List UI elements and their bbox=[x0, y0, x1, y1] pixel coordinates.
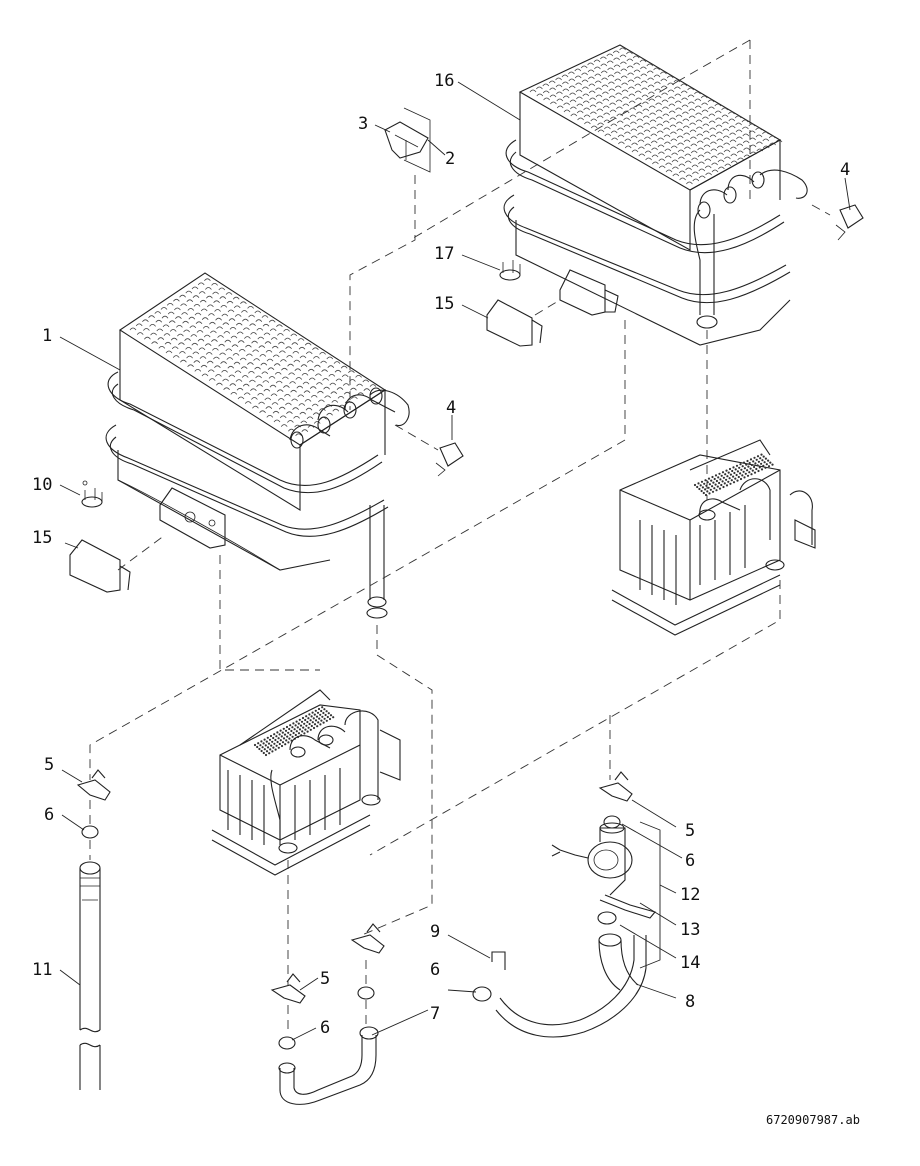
limiter-part-4-upper bbox=[835, 204, 864, 241]
burner-assembly-right bbox=[611, 439, 816, 636]
label-5-right: 5 bbox=[685, 821, 695, 841]
drawing-code: 6720907987.ab bbox=[766, 1113, 860, 1127]
label-10: 10 bbox=[32, 475, 52, 495]
heat-exchanger-16 bbox=[503, 44, 808, 346]
label-4-upper: 4 bbox=[840, 160, 850, 180]
clip-part-5-right bbox=[598, 771, 633, 802]
burner-assembly-left bbox=[211, 689, 401, 876]
o-rings-part-6 bbox=[81, 815, 621, 1050]
label-15-left: 15 bbox=[32, 528, 52, 548]
assembly-lines bbox=[89, 39, 831, 1035]
label-16: 16 bbox=[434, 71, 454, 91]
label-3: 3 bbox=[358, 114, 368, 134]
clip-part-9 bbox=[491, 951, 506, 970]
label-9: 9 bbox=[430, 922, 440, 942]
bracket-part-15-left bbox=[69, 539, 131, 593]
clip-part-5-left bbox=[76, 769, 111, 801]
sensor-part-2-3 bbox=[384, 107, 431, 173]
heat-exchanger-1 bbox=[105, 272, 410, 619]
pipe-part-8 bbox=[495, 933, 647, 1038]
label-6-right: 6 bbox=[685, 851, 695, 871]
label-6-mid: 6 bbox=[320, 1018, 330, 1038]
label-6-pipe: 6 bbox=[430, 960, 440, 980]
label-5-mid: 5 bbox=[320, 969, 330, 989]
flow-sensor-part-13 bbox=[551, 822, 656, 919]
label-4-lower: 4 bbox=[446, 398, 456, 418]
label-2: 2 bbox=[445, 149, 455, 169]
label-15-right: 15 bbox=[434, 294, 454, 314]
pipe-part-7 bbox=[278, 1026, 379, 1105]
bracket-part-15-right bbox=[486, 299, 543, 347]
switch-part-17 bbox=[499, 260, 521, 281]
label-7: 7 bbox=[430, 1004, 440, 1024]
switch-part-10 bbox=[81, 480, 103, 508]
label-14: 14 bbox=[680, 953, 700, 973]
leader-lines bbox=[59, 81, 851, 1041]
label-17: 17 bbox=[434, 244, 454, 264]
label-12: 12 bbox=[680, 885, 700, 905]
limiter-part-4-lower bbox=[435, 442, 464, 477]
clip-part-5-mid2 bbox=[350, 923, 385, 954]
label-1: 1 bbox=[42, 326, 52, 346]
label-11: 11 bbox=[32, 960, 52, 980]
clip-part-5-mid1 bbox=[270, 973, 306, 1004]
label-5-left: 5 bbox=[44, 755, 54, 775]
label-8: 8 bbox=[685, 992, 695, 1012]
label-6-left: 6 bbox=[44, 805, 54, 825]
label-13: 13 bbox=[680, 920, 700, 940]
pipe-part-11 bbox=[79, 861, 101, 1090]
